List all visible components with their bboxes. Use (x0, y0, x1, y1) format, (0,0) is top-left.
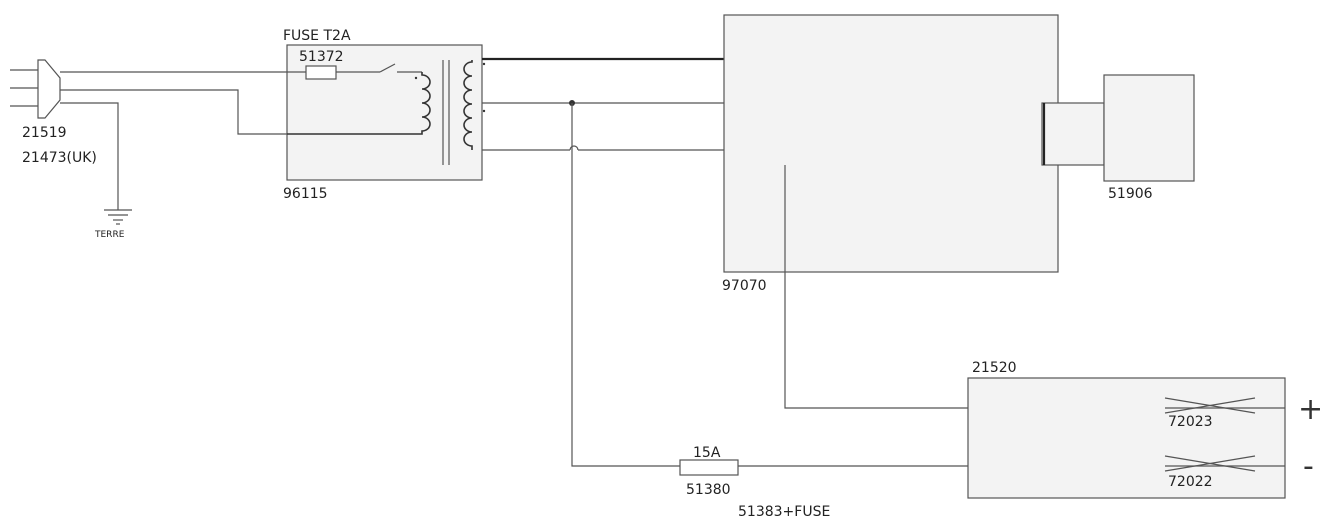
transformer-unit: FUSE T2A 51372 96115 (283, 28, 486, 202)
secondary-coil (463, 60, 473, 150)
transformer-part-label: 96115 (283, 186, 328, 202)
fuse-assembly-label: 51383+FUSE (738, 504, 830, 520)
negative-sign: - (1303, 449, 1314, 484)
positive-clip-part-label: 72023 (1168, 414, 1213, 430)
negative-clip: 72022 (1164, 455, 1256, 490)
mains-plug: 21519 21473(UK) (10, 59, 97, 166)
power-switch (379, 63, 396, 73)
internal-fuse (305, 65, 337, 80)
main-unit-part-label: 97070 (722, 278, 767, 294)
side-connector (1041, 102, 1105, 166)
ground-icon: TERRE (94, 209, 132, 240)
line-fuse-rating: 15A (693, 445, 721, 461)
side-unit: 51906 (1041, 74, 1195, 202)
side-unit-part-label: 51906 (1108, 186, 1153, 202)
fuse-part-label: 51372 (299, 49, 344, 65)
transformer-output-wires (482, 57, 724, 467)
battery-box: 21520 72023 72022 + - (967, 360, 1323, 499)
line-fuse: 15A 51380 51383+FUSE (679, 445, 1165, 520)
fuse-rating-label: FUSE T2A (283, 28, 351, 44)
negative-clip-part-label: 72022 (1168, 474, 1213, 490)
ground-label: TERRE (94, 230, 125, 240)
line-fuse-part-label: 51380 (686, 482, 731, 498)
positive-clip: 72023 (1164, 397, 1256, 430)
battery-box-part-label: 21520 (972, 360, 1017, 376)
primary-coil (287, 72, 431, 135)
positive-sign: + (1298, 392, 1323, 427)
plug-part-label: 21519 (22, 125, 67, 141)
main-unit: 97070 (722, 14, 1059, 294)
plug-wires (60, 71, 287, 210)
plug-uk-part-label: 21473(UK) (22, 150, 97, 166)
